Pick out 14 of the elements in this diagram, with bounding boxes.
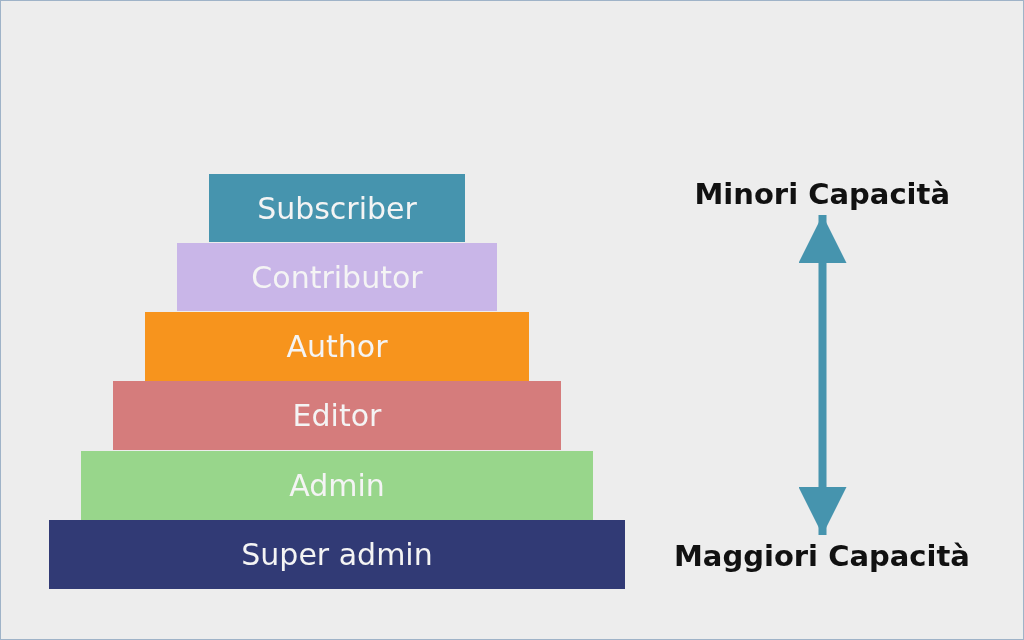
tier-label: Editor (292, 398, 382, 433)
subscriber-tier-bar (209, 174, 465, 242)
tier-label: Subscriber (257, 190, 417, 226)
contributor-tier-bar (177, 243, 497, 311)
tier-label: Contributor (251, 259, 423, 295)
tier-label: Admin (289, 468, 385, 503)
tier-label: Author (286, 329, 388, 364)
admin-tier-bar (81, 451, 593, 520)
author-tier-bar (145, 312, 529, 381)
top-scale-label: Minori Capacità (694, 175, 950, 213)
bottom-scale-label: Maggiori Capacità (674, 537, 970, 575)
editor-tier-bar (113, 381, 561, 450)
tier-label: Super admin (241, 537, 433, 572)
super-admin-tier-bar (49, 520, 625, 589)
